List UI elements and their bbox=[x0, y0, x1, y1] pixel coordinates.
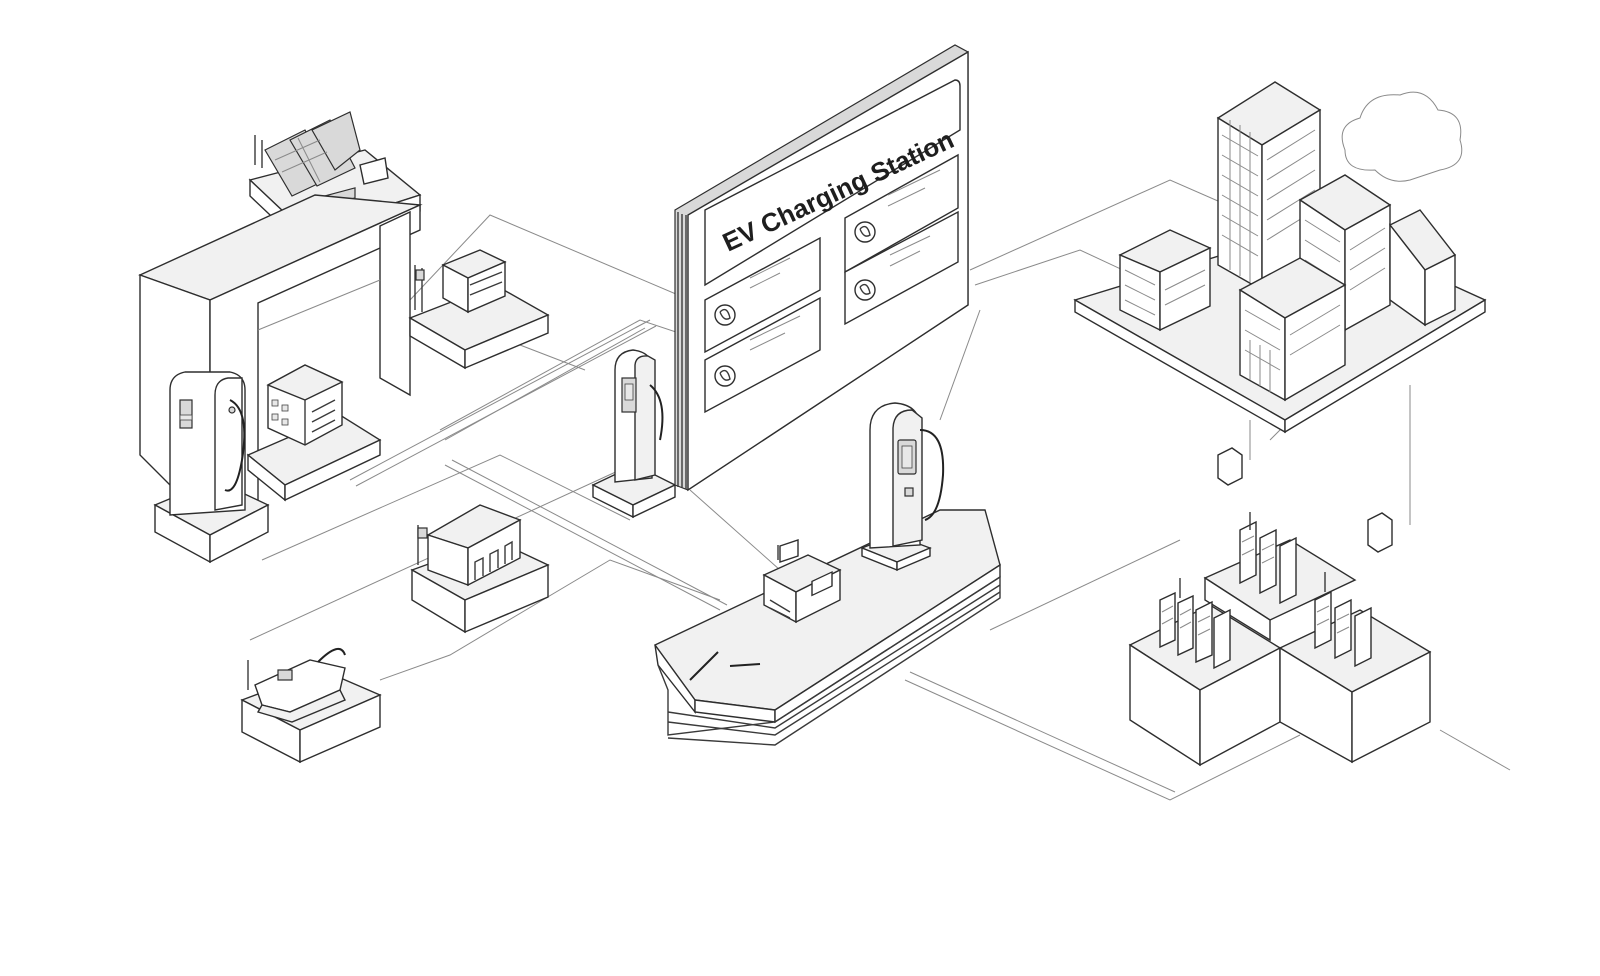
hanging-sensor-right bbox=[1367, 512, 1393, 553]
server-rack-icons bbox=[1159, 512, 1372, 670]
cloud-icon bbox=[1341, 91, 1463, 182]
middle-charger-unit bbox=[591, 349, 677, 519]
board-tile-2 bbox=[704, 296, 821, 414]
board-tile-4 bbox=[844, 210, 959, 326]
office-tower-icon bbox=[1216, 81, 1322, 292]
low-rise-building-icon bbox=[1118, 229, 1212, 332]
city-block-module bbox=[1073, 81, 1487, 553]
hanging-sensor-left bbox=[1217, 447, 1243, 486]
battery-storage-module bbox=[408, 249, 550, 370]
left-charger-unit bbox=[153, 371, 270, 564]
solar-panel-icon bbox=[254, 111, 389, 197]
warehouse-icon bbox=[417, 504, 522, 587]
central-charging-platform bbox=[653, 402, 1001, 746]
board-tile-3 bbox=[844, 153, 959, 274]
board-tile-1 bbox=[704, 236, 821, 354]
main-charger-unit bbox=[860, 402, 945, 572]
mobile-charger-module bbox=[240, 647, 382, 764]
front-building-icon bbox=[1238, 257, 1347, 402]
data-center-module bbox=[1128, 512, 1432, 767]
battery-icon bbox=[441, 249, 507, 314]
station-info-board: EV Charging Station bbox=[674, 44, 969, 492]
office-module bbox=[246, 364, 382, 502]
warehouse-module bbox=[410, 504, 550, 634]
mobile-robot-icon bbox=[247, 647, 346, 723]
platform-sign-box bbox=[762, 539, 842, 624]
